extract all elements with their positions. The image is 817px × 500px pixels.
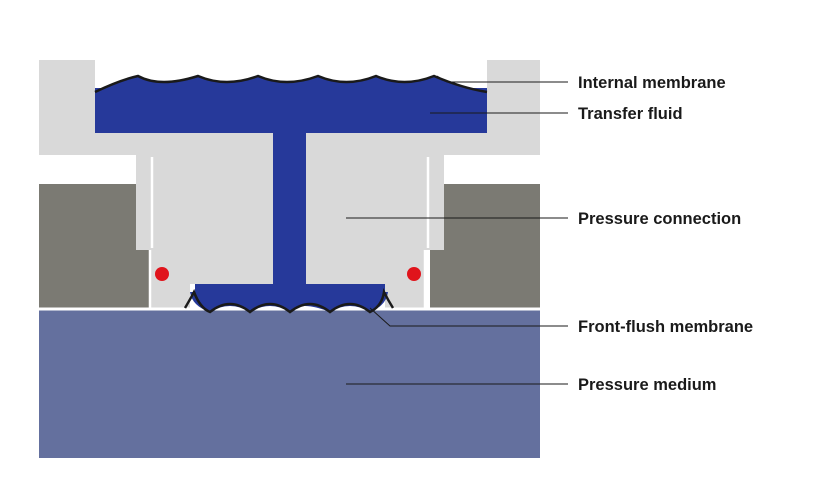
leader-internal-membrane: [436, 75, 568, 83]
label-internal-membrane: Internal membrane: [578, 74, 726, 92]
label-pressure-connection: Pressure connection: [578, 210, 741, 228]
internal-membrane: [94, 74, 488, 94]
front-flush-membrane: [183, 287, 395, 314]
o-ring-left: [155, 267, 169, 281]
label-transfer-fluid: Transfer fluid: [578, 105, 683, 123]
right-dark-housing: [430, 184, 540, 308]
internal-membrane-fluid-fill: [95, 76, 487, 92]
leader-front-flush-membrane: [369, 307, 568, 327]
transfer-fluid: [95, 88, 487, 296]
label-pressure-medium: Pressure medium: [578, 376, 716, 394]
label-front-flush-membrane: Front-flush membrane: [578, 318, 753, 336]
o-ring-right: [407, 267, 421, 281]
left-dark-housing: [39, 184, 149, 308]
